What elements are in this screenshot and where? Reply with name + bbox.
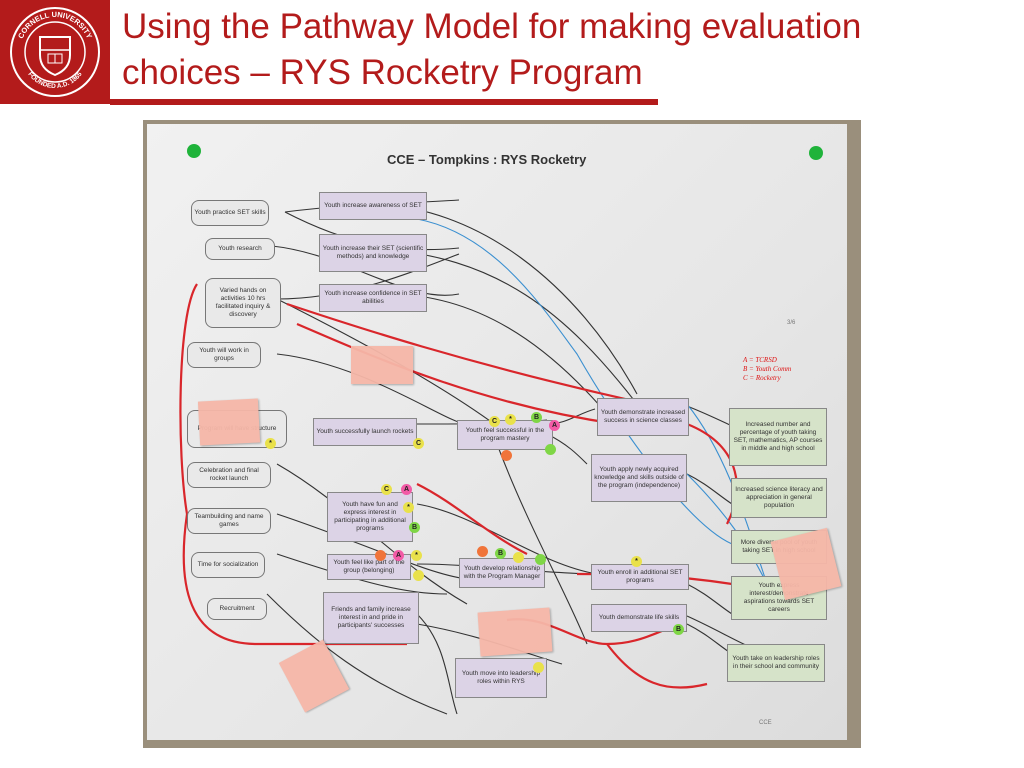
green-sticker-icon: B [409, 522, 420, 533]
sticky-note [477, 607, 553, 657]
green-pin-icon [809, 146, 823, 160]
corner-tag: 3/6 [787, 320, 796, 326]
activity-node: Recruitment [207, 598, 267, 620]
orange-sticker-icon [477, 546, 488, 557]
activity-node: Youth research [205, 238, 275, 260]
cornell-logo: CORNELL UNIVERSITY FOUNDED A.D. 1865 [0, 0, 110, 104]
whiteboard: CCE – Tompkins : RYS Rocketry [147, 124, 847, 740]
short-outcome-node: Youth increase their SET (scientific met… [319, 234, 427, 272]
bottom-tag: CCE [759, 720, 772, 726]
green-sticker-icon [535, 554, 546, 565]
pathway-model-photo: CCE – Tompkins : RYS Rocketry [143, 120, 861, 748]
pink-sticker-icon: A [549, 420, 560, 431]
orange-sticker-icon [501, 450, 512, 461]
svg-text:CORNELL UNIVERSITY: CORNELL UNIVERSITY [16, 10, 94, 40]
handwritten-legend: A = TCRSD B = Youth Comm C = Rocketry [743, 356, 792, 382]
green-sticker-icon: B [531, 412, 542, 423]
yellow-sticker-icon [513, 552, 524, 563]
impact-node: Increased science literacy and appreciat… [731, 478, 827, 518]
star-sticker-icon: * [505, 414, 516, 425]
title-line-2: choices – RYS Rocketry Program [122, 53, 643, 92]
activity-node: Celebration and final rocket launch [187, 462, 271, 488]
activity-node: Youth will work in groups [187, 342, 261, 368]
yellow-sticker-icon: C [381, 484, 392, 495]
activity-node: Varied hands on activities 10 hrs facili… [205, 278, 281, 328]
orange-sticker-icon [375, 550, 386, 561]
yellow-sticker-icon: C [413, 438, 424, 449]
long-outcome-node: Youth apply newly acquired knowledge and… [591, 454, 687, 502]
activity-node: Youth practice SET skills [191, 200, 269, 226]
sticky-note [351, 346, 413, 384]
slide-title: Using the Pathway Model for making evalu… [122, 4, 1002, 96]
mid-outcome-node: Youth develop relationship with the Prog… [459, 558, 545, 588]
pink-sticker-icon: A [401, 484, 412, 495]
short-outcome-node: Youth successfully launch rockets [313, 418, 417, 446]
mid-outcome-node: Youth feel successful in the program mas… [457, 420, 553, 450]
star-sticker-icon: * [411, 550, 422, 561]
yellow-sticker-icon [413, 570, 424, 581]
cornell-seal-icon: CORNELL UNIVERSITY FOUNDED A.D. 1865 [10, 7, 100, 97]
impact-node: Youth take on leadership roles in their … [727, 644, 825, 682]
star-sticker-icon: * [403, 502, 414, 513]
long-outcome-node: Youth enroll in additional SET programs [591, 564, 689, 590]
star-sticker-icon: * [631, 556, 642, 567]
long-outcome-node: Youth demonstrate life skills [591, 604, 687, 632]
activity-node: Teambuilding and name games [187, 508, 271, 534]
title-underline [110, 99, 658, 105]
mid-outcome-node: Youth move into leadership roles within … [455, 658, 547, 698]
long-outcome-node: Youth demonstrate increased success in s… [597, 398, 689, 436]
short-outcome-node: Youth increase awareness of SET [319, 192, 427, 220]
green-sticker-icon: B [673, 624, 684, 635]
green-sticker-icon [545, 444, 556, 455]
sticky-note [197, 398, 261, 446]
star-sticker-icon: * [265, 438, 276, 449]
impact-node: Increased number and percentage of youth… [729, 408, 827, 466]
green-sticker-icon: C [489, 416, 500, 427]
board-title: CCE – Tompkins : RYS Rocketry [387, 152, 587, 167]
short-outcome-node: Youth increase confidence in SET abiliti… [319, 284, 427, 312]
short-outcome-node: Youth have fun and express interest in p… [327, 492, 413, 542]
green-sticker-icon: B [495, 548, 506, 559]
yellow-sticker-icon [533, 662, 544, 673]
title-line-1: Using the Pathway Model for making evalu… [122, 7, 862, 46]
short-outcome-node: Friends and family increase interest in … [323, 592, 419, 644]
green-pin-icon [187, 144, 201, 158]
pink-sticker-icon: A [393, 550, 404, 561]
activity-node: Time for socialization [191, 552, 265, 578]
